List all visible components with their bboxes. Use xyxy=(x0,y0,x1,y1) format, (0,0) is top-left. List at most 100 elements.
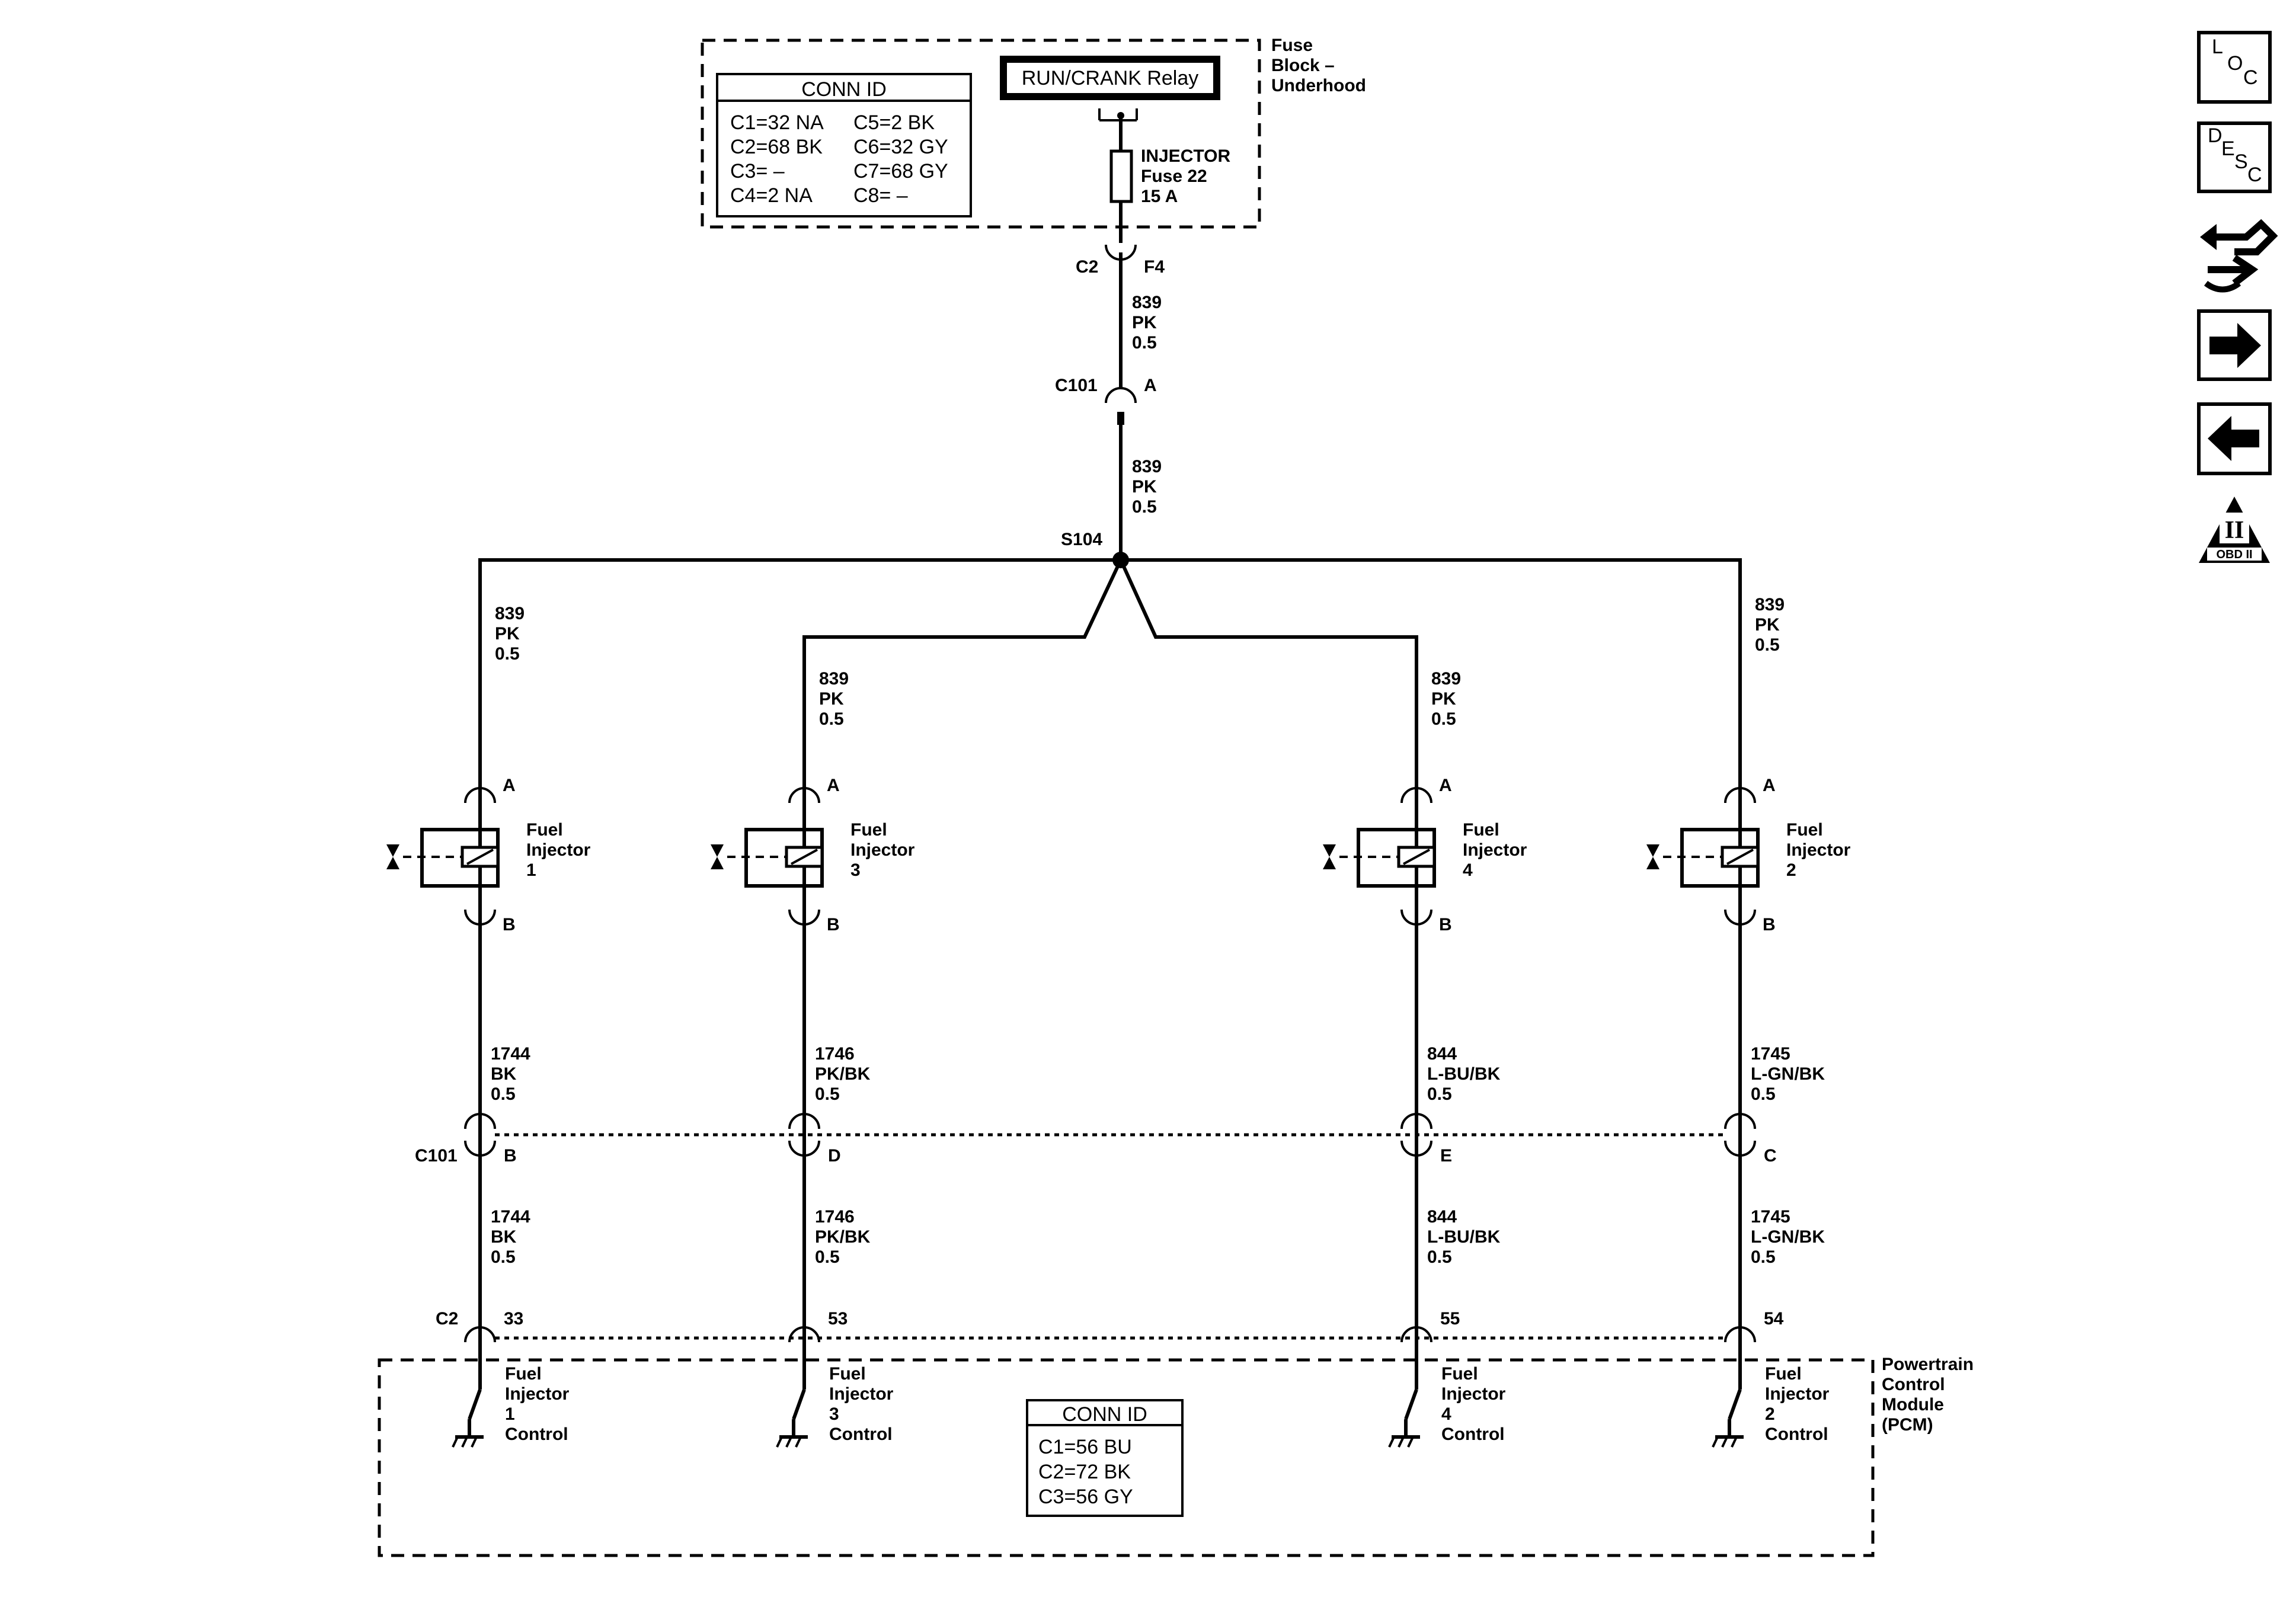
feed-bus-inner xyxy=(802,555,1418,830)
relay-output-contact xyxy=(1098,108,1138,121)
c101-top-label: C101 xyxy=(1055,376,1098,395)
pcm-pin-label: 53 xyxy=(828,1309,848,1329)
feed-wire-1-label: 839 PK 0.5 xyxy=(1132,293,1166,353)
svg-text:C8= –: C8= – xyxy=(853,184,908,207)
previous-arrow-icon[interactable] xyxy=(2197,402,2272,475)
fuse-block-pin-label: F4 xyxy=(1144,257,1165,277)
injector-pin-a: A xyxy=(827,776,840,795)
c101-pin-connector xyxy=(1724,1140,1756,1157)
svg-text:C2=68 BK: C2=68 BK xyxy=(730,136,823,158)
c101-pin-connector xyxy=(464,1140,496,1157)
injector-connector-a xyxy=(1724,787,1756,804)
svg-text:C4=2 NA: C4=2 NA xyxy=(730,184,813,207)
pcm-c2-connector xyxy=(1724,1326,1756,1343)
pcm-c2-connector xyxy=(1400,1326,1432,1343)
svg-text:L: L xyxy=(2212,36,2223,58)
c101-pin-label: D xyxy=(828,1146,841,1166)
pcm-pin-label: 55 xyxy=(1440,1309,1460,1329)
feed-wire-2-label: 839 PK 0.5 xyxy=(1132,457,1166,517)
fuse-block-connector-label: C2 xyxy=(1076,257,1098,277)
c101-top-pin: A xyxy=(1144,376,1157,395)
next-arrow-icon[interactable] xyxy=(2197,309,2272,381)
pcm-pin-label: 54 xyxy=(1764,1309,1784,1329)
driver-switch-icon xyxy=(1404,1388,1418,1420)
svg-text:C3=56 GY: C3=56 GY xyxy=(1038,1486,1133,1508)
injector-pin-b: B xyxy=(1439,915,1452,934)
c101-pin-label: E xyxy=(1440,1146,1452,1166)
pcm-c2-connector xyxy=(464,1326,496,1343)
fuse-block-label: Fuse Block – Underhood xyxy=(1271,36,1366,95)
injector-connector-a xyxy=(788,787,820,804)
svg-text:C7=68 GY: C7=68 GY xyxy=(853,160,948,183)
valve-icon xyxy=(386,844,399,857)
c101-pin-label: B xyxy=(504,1146,517,1166)
connector-c2-f4 xyxy=(1105,244,1137,261)
driver-switch-icon xyxy=(792,1388,806,1420)
injector-pin-a: A xyxy=(503,776,516,795)
c2-bottom-label: C2 xyxy=(436,1309,458,1329)
svg-text:II: II xyxy=(2225,517,2244,544)
injector-connector-a xyxy=(464,787,496,804)
injector-pin-b: B xyxy=(1763,915,1776,934)
pcm-pin-label: 33 xyxy=(504,1309,523,1329)
c101-bottom-label: C101 xyxy=(415,1146,458,1166)
svg-text:C1=56 BU: C1=56 BU xyxy=(1038,1436,1132,1458)
pcm-conn-id-table: CONN ID C1=56 BU C2=72 BK C3=56 GY xyxy=(1026,1399,1184,1517)
pcm-label: Powertrain Control Module (PCM) xyxy=(1882,1355,1978,1435)
svg-text:C: C xyxy=(2243,66,2258,89)
svg-text:E: E xyxy=(2221,137,2235,160)
svg-text:RUN/CRANK Relay: RUN/CRANK Relay xyxy=(1022,67,1199,89)
svg-text:INJECTOR Fuse 22 1: INJECTOR Fuse 22 15 A xyxy=(1141,146,1236,206)
splice-label: S104 xyxy=(1061,530,1102,549)
valve-icon xyxy=(711,844,724,857)
obd-ii-icon[interactable]: II OBD II xyxy=(2199,497,2270,563)
c101-pin-connector xyxy=(1400,1140,1432,1157)
svg-text:C6=32 GY: C6=32 GY xyxy=(853,136,948,158)
valve-icon xyxy=(1646,844,1659,857)
injector-pin-a: A xyxy=(1439,776,1452,795)
connector-c101-a xyxy=(1105,387,1137,425)
connector-swap-icon[interactable] xyxy=(2200,219,2278,293)
svg-text:C: C xyxy=(2247,164,2262,186)
injector-pin-a: A xyxy=(1763,776,1776,795)
svg-text:O: O xyxy=(2227,52,2243,75)
pcm-c2-connector xyxy=(788,1326,820,1343)
svg-text:C2=72 BK: C2=72 BK xyxy=(1038,1461,1131,1483)
driver-switch-icon xyxy=(468,1388,482,1420)
fuse-block-boundary xyxy=(701,39,1261,229)
svg-text:S: S xyxy=(2234,151,2248,173)
driver-switch-icon xyxy=(1728,1388,1742,1420)
run-crank-relay: RUN/CRANK Relay xyxy=(1000,56,1220,100)
feed-bus-outer xyxy=(478,558,1742,830)
svg-text:C1=32 NA: C1=32 NA xyxy=(730,111,824,134)
pcm-boundary xyxy=(378,1358,1875,1557)
injector-pin-b: B xyxy=(827,915,840,934)
svg-text:CONN ID: CONN ID xyxy=(801,78,887,101)
svg-text:C3= –: C3= – xyxy=(730,160,785,183)
desc-icon[interactable]: D E S C xyxy=(2197,121,2272,193)
loc-icon[interactable]: L O C xyxy=(2197,31,2272,104)
injector-pin-b: B xyxy=(503,915,516,934)
